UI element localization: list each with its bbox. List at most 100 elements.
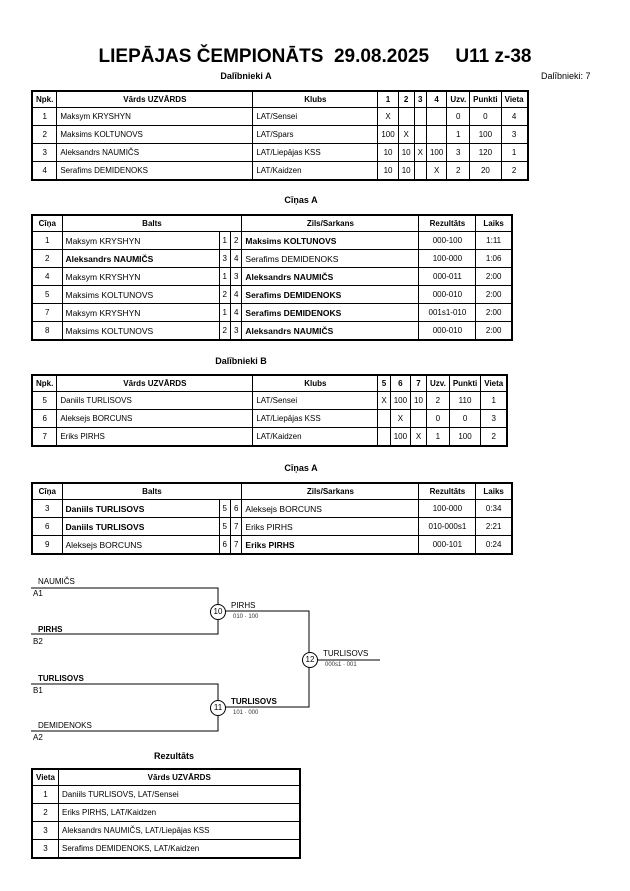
final-place: 2 [31, 803, 59, 822]
white-fighter: Maksims KOLTUNOVS [61, 321, 220, 341]
score-3 [413, 161, 427, 181]
white-fighter: Daniils TURLISOVS [61, 517, 220, 536]
group-a-title: Dalībnieki A [220, 71, 272, 81]
match-10-score: 010 · 100 [233, 614, 259, 620]
bracket-sf1-bot-seed: B2 [33, 637, 43, 646]
score-3: X [413, 143, 427, 162]
score-1: 10 [377, 161, 399, 181]
bracket-sf1-top-seed: A1 [33, 589, 43, 598]
fight-time: 0:24 [475, 535, 513, 555]
score-4: 100 [425, 143, 448, 162]
score-5 [377, 427, 391, 447]
match-11-marker: 11 [210, 700, 226, 716]
final-participant: Serafims DEMIDENOKS, LAT/Kaidzen [57, 839, 301, 859]
place: 2 [480, 427, 508, 447]
blue-seed: 4 [229, 303, 243, 322]
score-6: 100 [389, 427, 412, 447]
blue-fighter: Serafims DEMIDENOKS [241, 303, 420, 322]
fight-time: 2:00 [475, 321, 513, 341]
blue-seed: 7 [229, 535, 243, 555]
results-title: Rezultāts [153, 751, 194, 761]
score-4: X [425, 161, 448, 181]
fights-b-title: Cīņas A [284, 463, 318, 473]
fights-b-header-row: Cīņa Balts Zils/Sarkans Rezultāts Laiks [31, 482, 513, 500]
fight-result: 000-101 [418, 535, 477, 555]
match-11-winner: TURLISOVS [231, 697, 277, 706]
final-participant: Aleksandrs NAUMIČS, LAT/Liepājas KSS [57, 821, 301, 840]
place: 4 [500, 107, 529, 126]
bracket-final-lines [218, 610, 310, 708]
fights-a-title: Cīņas A [284, 195, 318, 205]
blue-seed: 7 [229, 517, 243, 536]
blue-fighter: Eriks PIRHS [241, 517, 420, 536]
bracket-sf2-top-name: TURLISOVS [38, 674, 84, 683]
match-10-winner: PIRHS [231, 601, 256, 610]
final-place: 3 [31, 839, 59, 859]
match-11-score: 101 · 000 [233, 710, 259, 716]
group-b-table: Npk. Vārds UZVĀRDS Klubs 5 6 7 Uzv. Punk… [31, 374, 509, 447]
white-fighter: Maksym KRYSHYN [61, 303, 220, 322]
final-place: 3 [31, 821, 59, 840]
fight-result: 001s1-010 [418, 303, 477, 322]
col-3: 3 [413, 90, 427, 108]
fights-a-table: Cīņa Balts Zils/Sarkans Rezultāts Laiks … [31, 214, 513, 341]
score-7 [410, 409, 427, 428]
blue-fighter: Eriks PIRHS [241, 535, 420, 555]
blue-fighter: Aleksandrs NAUMIČS [241, 321, 420, 341]
bracket-sf1-bot-name: PIRHS [38, 625, 63, 634]
bracket-sf2-bot-seed: A2 [33, 733, 43, 742]
col-place: Vieta [31, 768, 59, 786]
page-title: LIEPĀJAS ČEMPIONĀTS 29.08.2025 U11 z-38 [98, 46, 532, 67]
match-12-winner: TURLISOVS [323, 649, 369, 658]
score-1: 10 [377, 143, 399, 162]
score-7: 10 [410, 391, 427, 410]
match-10-marker: 10 [210, 604, 226, 620]
match-12-marker: 12 [302, 652, 318, 668]
place: 2 [500, 161, 529, 181]
club: LAT/Liepājas KSS [252, 409, 379, 428]
score-7: X [410, 427, 427, 447]
place: 3 [480, 409, 508, 428]
participant-count: Dalībnieki: 7 [541, 71, 591, 81]
points: 0 [448, 409, 482, 428]
bracket-sf2-top-seed: B1 [33, 686, 43, 695]
col-name: Vārds UZVĀRDS [57, 768, 301, 786]
points: 120 [469, 143, 502, 162]
club: LAT/Kaidzen [252, 161, 379, 181]
fight-number: 7 [31, 303, 63, 322]
results-header-row: Vieta Vārds UZVĀRDS [31, 768, 301, 786]
participant-name: Eriks PIRHS [56, 427, 254, 447]
fight-time: 2:00 [475, 303, 513, 322]
final-participant: Eriks PIRHS, LAT/Kaidzen [57, 803, 301, 822]
bracket-sf2-bot-name: DEMIDENOKS [38, 721, 92, 730]
match-12-score: 000s1 · 001 [325, 662, 357, 668]
score-6: X [389, 409, 412, 428]
final-participant: Daniils TURLISOVS, LAT/Sensei [57, 785, 301, 804]
fights-b-table: Cīņa Balts Zils/Sarkans Rezultāts Laiks … [31, 482, 513, 555]
group-b-title: Dalībnieki B [215, 356, 267, 366]
final-place: 1 [31, 785, 59, 804]
bracket-sf1-top-name: NAUMIČS [38, 577, 75, 586]
blue-seed: 4 [229, 285, 243, 304]
score-5 [377, 409, 391, 428]
fight-time: 2:21 [475, 517, 513, 536]
group-a-table: Npk. Vārds UZVĀRDS Klubs 1 2 3 4 Uzv. Pu… [31, 90, 529, 181]
